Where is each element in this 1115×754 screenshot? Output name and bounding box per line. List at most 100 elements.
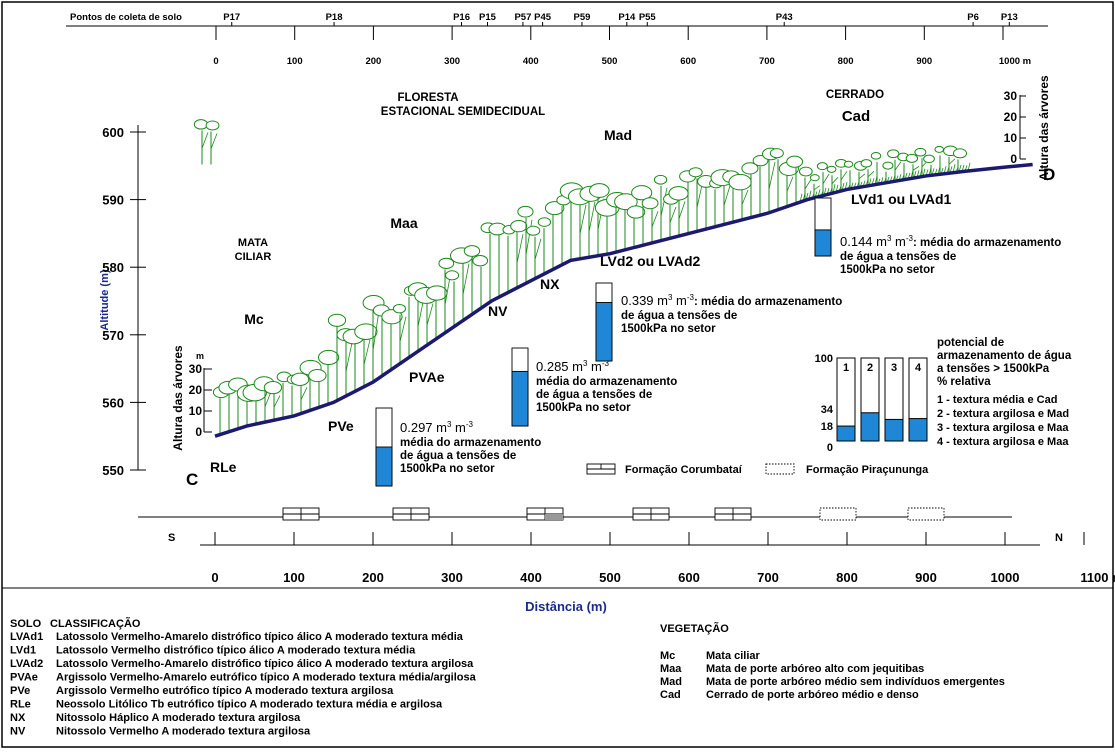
potential-bar-label: 1 <box>843 362 849 374</box>
tree-scale-tick-label: 10 <box>1004 131 1018 145</box>
water-storage-fill <box>511 370 529 427</box>
corumbatai-formation-symbol <box>714 507 752 521</box>
distance-axis-title: Distância (m) <box>525 599 607 614</box>
water-storage-text: 1500kPa no setor <box>400 463 495 475</box>
water-storage-value: 0.297 m3 m-3 <box>400 420 474 435</box>
potential-legend-1: 1 - textura média e Cad <box>937 394 1057 406</box>
water-storage-text: de água a tensões de <box>621 310 737 322</box>
piracununga-label: Formação Piraçununga <box>806 464 929 476</box>
tree <box>641 197 659 243</box>
potential-title-4: % relativa <box>937 376 991 388</box>
mata-ciliar-label-2: CILIAR <box>235 251 272 263</box>
veg-legend-code: Cad <box>660 689 681 701</box>
mata-ciliar-label-1: MATA <box>238 237 268 249</box>
potential-bar-label: 3 <box>891 362 897 374</box>
water-storage-value: 0.144 m3 m-3: média do armazenamento <box>840 234 1061 249</box>
distance-tick-label: 1100 m <box>1080 570 1115 585</box>
tree <box>438 257 455 333</box>
altitude-tick-label: 570 <box>102 328 124 343</box>
top-axis-tick-label: 700 <box>759 56 775 67</box>
soil-nx: NX <box>540 276 560 292</box>
endpoint-d: D <box>1043 165 1055 184</box>
sample-point-label: P55 <box>639 12 657 23</box>
sample-point-label: P15 <box>479 12 497 23</box>
soil-lvd2: LVd2 ou LVAd2 <box>600 253 701 269</box>
top-axis-tick-label: 1000 m <box>999 56 1031 67</box>
soil-legend-desc: Latossolo Vermelho-Amarelo distrófico tí… <box>56 658 474 670</box>
tree <box>668 186 689 236</box>
distance-tick-label: 0 <box>211 570 218 585</box>
potential-bar-label: 2 <box>867 362 873 374</box>
distance-tick-label: 800 <box>836 570 858 585</box>
soil-legend-code: RLe <box>10 699 31 711</box>
water-storage-text: média do armazenamento <box>400 437 541 449</box>
veg-code-mad: Mad <box>604 127 632 143</box>
veg-legend-desc: Mata de porte arbóreo médio sem indivídu… <box>706 676 1005 688</box>
tree <box>798 166 813 201</box>
tree <box>463 245 481 315</box>
potential-bar-label: 4 <box>915 362 922 374</box>
tree <box>510 220 528 288</box>
soil-legend-code: LVAd1 <box>10 631 43 643</box>
soil-legend-code: LVd1 <box>10 645 36 657</box>
floresta-label-2: ESTACIONAL SEMIDECIDUAL <box>381 106 545 118</box>
tree-scale-tick-label: 30 <box>189 362 203 376</box>
potential-title-2: armazenamento de água <box>937 350 1072 362</box>
water-storage-text: média do armazenamento <box>536 376 677 388</box>
top-axis-tick-label: 300 <box>444 56 460 67</box>
veg-code-mc: Mc <box>244 311 264 327</box>
soil-legend-desc: Nitossolo Háplico A moderado textura arg… <box>56 712 301 724</box>
altitude-tick-label: 600 <box>102 125 124 140</box>
water-storage-text: de água a tensões de <box>840 251 956 263</box>
tree-scale-tick-label: 30 <box>1004 89 1018 103</box>
endpoint-c: C <box>186 470 198 489</box>
veg-legend-desc: Cerrado de porte arbóreo médio e denso <box>706 689 919 701</box>
soil-legend-desc: Neossolo Litólico Tb eutrófico típico A … <box>56 699 443 711</box>
sample-point-label: P16 <box>453 12 470 23</box>
potential-legend-3: 3 - textura argilosa e Maa <box>937 422 1069 434</box>
distance-tick-label: 500 <box>599 570 621 585</box>
soil-legend-code: NV <box>10 726 26 738</box>
tree <box>914 147 929 177</box>
direction-n: N <box>1055 532 1063 544</box>
soil-legend-title-2: CLASSIFICAÇÃO <box>50 617 141 630</box>
tree <box>426 285 448 339</box>
veg-legend-desc: Mata ciliar <box>706 650 761 662</box>
soil-pvae: PVAe <box>409 369 445 385</box>
tree-canopy-layer <box>193 119 971 435</box>
soil-legend-desc: Latossolo Vermelho distrófico típico áli… <box>56 645 416 657</box>
tree-scale-right-label: Altura das árvores <box>1037 75 1051 181</box>
soil-legend-code: NX <box>10 712 26 724</box>
tree-scale-tick-label: 0 <box>1010 152 1017 166</box>
tree-scale-left-label: Altura das árvores <box>171 345 185 451</box>
tree <box>843 160 854 189</box>
tree <box>526 225 542 279</box>
veg-legend-title: VEGETAÇÃO <box>660 622 729 635</box>
tree <box>688 167 704 232</box>
sample-point-label: P43 <box>776 12 793 23</box>
tree <box>290 372 310 414</box>
water-storage-fill <box>814 229 832 257</box>
sample-point-label: P57 <box>514 12 531 23</box>
altitude-tick-label: 580 <box>102 260 124 275</box>
cerrado-label: CERRADO <box>826 89 884 101</box>
corumbatai-formation-symbol <box>526 507 564 521</box>
altitude-tick-label: 550 <box>102 463 124 478</box>
water-storage-fill <box>375 446 393 487</box>
top-axis-tick-label: 0 <box>213 56 218 67</box>
distance-tick-label: 700 <box>757 570 779 585</box>
tree <box>327 313 347 401</box>
corumbatai-label: Formação Corumbataí <box>625 464 743 476</box>
tree <box>263 381 283 421</box>
water-storage-text: de água a tensões de <box>400 450 516 462</box>
tree <box>663 193 679 239</box>
tree <box>835 158 848 192</box>
tree <box>882 161 894 183</box>
tree <box>318 349 340 405</box>
